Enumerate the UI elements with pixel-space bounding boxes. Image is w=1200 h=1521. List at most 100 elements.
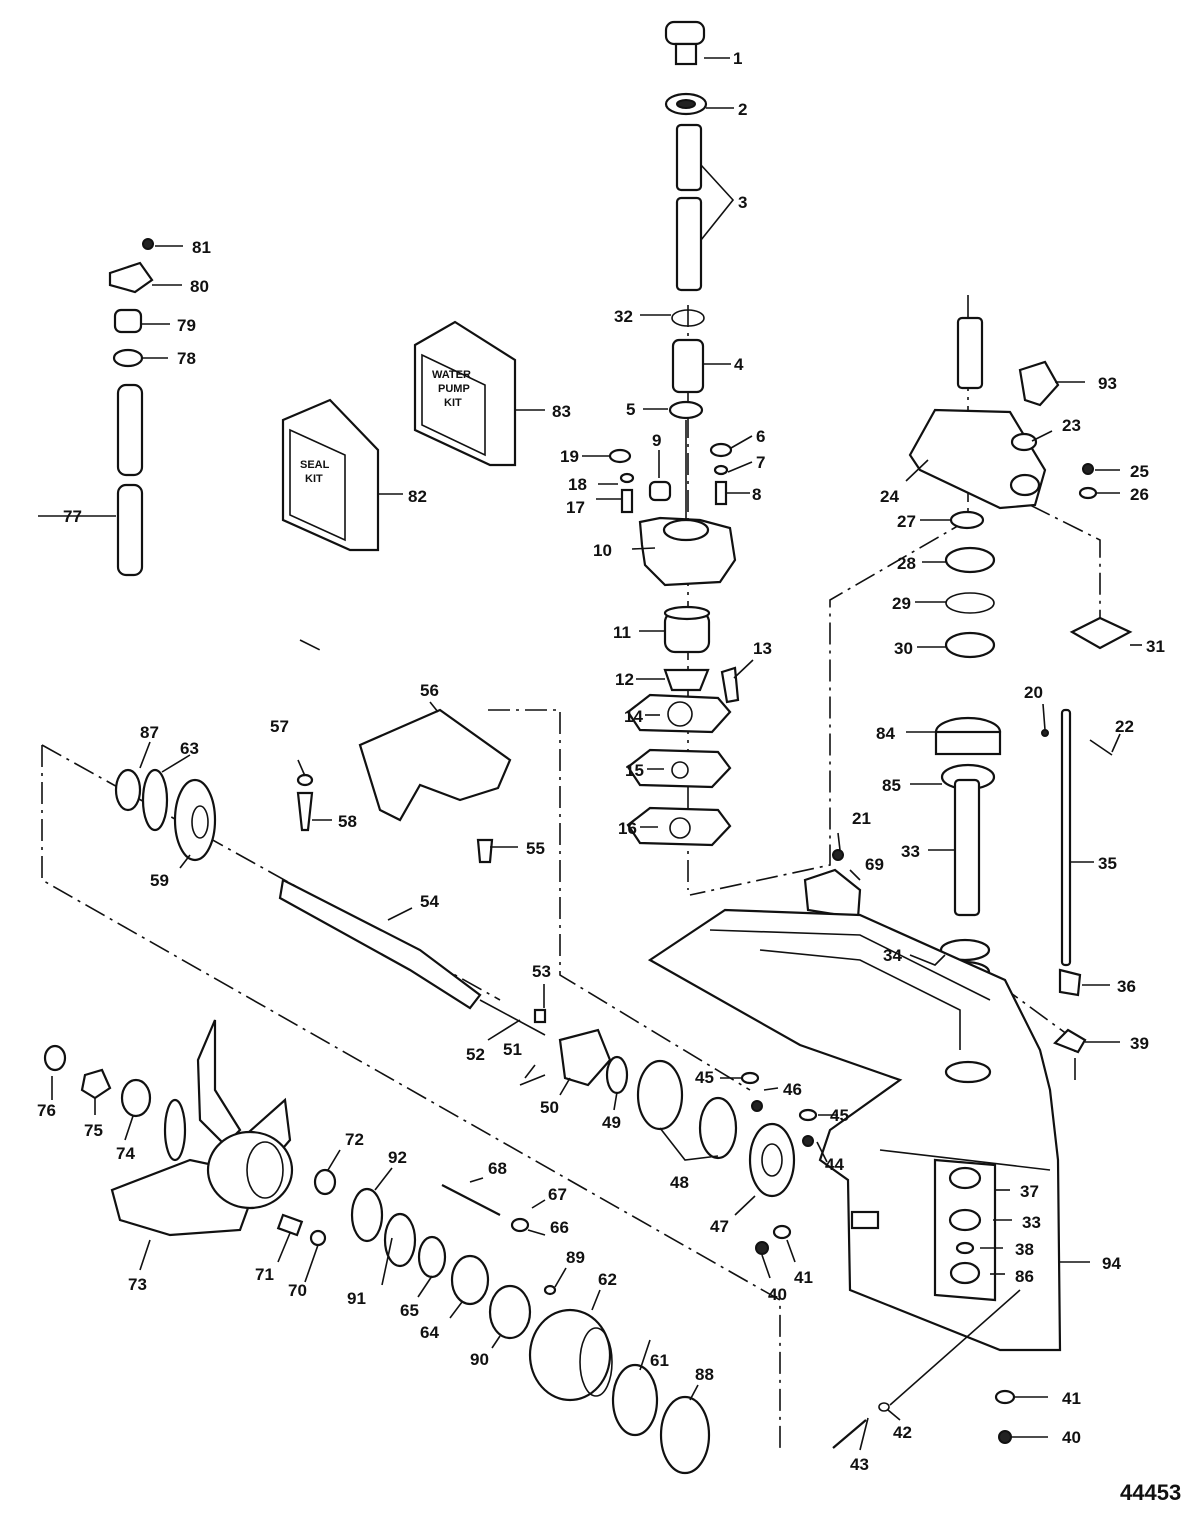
callout-74: 74	[116, 1144, 135, 1163]
water-pump-kit-label-line1: WATER	[432, 369, 471, 381]
callout-20: 20	[1024, 683, 1043, 702]
callout-8: 8	[752, 485, 761, 504]
callout-73: 73	[128, 1275, 147, 1294]
callout-15: 15	[625, 761, 644, 780]
callout-11: 11	[613, 623, 631, 642]
callout-26: 26	[1130, 485, 1149, 504]
callout-43: 43	[850, 1455, 869, 1474]
callout-78: 78	[177, 349, 196, 368]
part-78-nut	[112, 348, 144, 368]
callout-33-lower: 33	[1022, 1213, 1041, 1232]
callout-25: 25	[1130, 462, 1149, 481]
callout-51: 51	[503, 1040, 522, 1059]
callout-47: 47	[710, 1217, 729, 1236]
callout-93: 93	[1098, 374, 1117, 393]
callout-68: 68	[488, 1159, 507, 1178]
callout-66: 66	[550, 1218, 569, 1237]
callout-2: 2	[738, 100, 747, 119]
callout-87: 87	[140, 723, 159, 742]
callout-3: 3	[738, 193, 747, 212]
seal-kit-label-line1: SEAL	[300, 459, 330, 471]
callout-48: 48	[670, 1173, 689, 1192]
callout-50: 50	[540, 1098, 559, 1117]
callout-32: 32	[614, 307, 633, 326]
callout-65: 65	[400, 1301, 419, 1320]
callout-80: 80	[190, 277, 209, 296]
callout-6: 6	[756, 427, 765, 446]
callout-53: 53	[532, 962, 551, 981]
callout-44: 44	[825, 1155, 844, 1174]
water-pump-kit-label-line3: KIT	[444, 397, 462, 409]
callout-5: 5	[626, 400, 635, 419]
callout-94: 94	[1102, 1254, 1121, 1273]
part-77-tube-lower	[116, 483, 144, 577]
callout-23: 23	[1062, 416, 1081, 435]
callout-62: 62	[598, 1270, 617, 1289]
callout-77: 77	[63, 507, 82, 526]
callout-72: 72	[345, 1130, 364, 1149]
propshaft-assembly	[114, 768, 796, 1198]
callout-91: 91	[347, 1289, 366, 1308]
callout-41-left: 41	[794, 1268, 813, 1287]
callout-36: 36	[1117, 977, 1136, 996]
callout-63: 63	[180, 739, 199, 758]
callout-22: 22	[1115, 717, 1134, 736]
callout-79: 79	[177, 316, 196, 335]
callout-numbers: 1 2 3 4 5 6 7 8 9 10 11 12 13 14 15 16 1…	[37, 49, 1165, 1474]
callout-85: 85	[882, 776, 901, 795]
callout-27: 27	[897, 512, 916, 531]
callout-40-right: 40	[1062, 1428, 1081, 1447]
callout-57: 57	[270, 717, 289, 736]
callout-55: 55	[526, 839, 545, 858]
callout-12: 12	[615, 670, 634, 689]
trim-tab-stack	[108, 238, 154, 577]
callout-14: 14	[624, 707, 643, 726]
callout-64: 64	[420, 1323, 439, 1342]
callout-21: 21	[852, 809, 871, 828]
callout-45-left: 45	[695, 1068, 714, 1087]
callout-37: 37	[1020, 1182, 1039, 1201]
callout-88: 88	[695, 1365, 714, 1384]
gear-housing	[647, 908, 1062, 1352]
callout-10: 10	[593, 541, 612, 560]
callout-58: 58	[338, 812, 357, 831]
part-77-tube-upper	[116, 383, 144, 477]
callout-40-left: 40	[768, 1285, 787, 1304]
callout-70: 70	[288, 1281, 307, 1300]
callout-69: 69	[865, 855, 884, 874]
callout-83: 83	[552, 402, 571, 421]
callout-76: 76	[37, 1101, 56, 1120]
callout-41-right: 41	[1062, 1389, 1081, 1408]
callout-34: 34	[883, 946, 902, 965]
callout-84: 84	[876, 724, 895, 743]
callout-16: 16	[618, 819, 637, 838]
callout-75: 75	[84, 1121, 103, 1140]
callout-4: 4	[734, 355, 744, 374]
callout-49: 49	[602, 1113, 621, 1132]
part-80-bracket	[108, 261, 154, 294]
water-pump-kit-box: WATER PUMP KIT	[413, 320, 517, 467]
callout-18: 18	[568, 475, 587, 494]
callout-90: 90	[470, 1350, 489, 1369]
water-pump-stack	[608, 20, 740, 847]
callout-24: 24	[880, 487, 899, 506]
callout-1: 1	[733, 49, 742, 68]
callout-81: 81	[192, 238, 211, 257]
callout-82: 82	[408, 487, 427, 506]
part-81-screw	[142, 238, 154, 250]
callout-28: 28	[897, 554, 916, 573]
callout-71: 71	[255, 1265, 274, 1284]
seal-kit-label-line2: KIT	[305, 473, 323, 485]
callout-29: 29	[892, 594, 911, 613]
callout-39: 39	[1130, 1034, 1149, 1053]
shift-assembly	[803, 316, 1133, 1054]
callout-59: 59	[150, 871, 169, 890]
callout-42: 42	[893, 1423, 912, 1442]
callout-89: 89	[566, 1248, 585, 1267]
callout-33-upper: 33	[901, 842, 920, 861]
callout-31: 31	[1146, 637, 1165, 656]
callout-35: 35	[1098, 854, 1117, 873]
callout-61: 61	[650, 1351, 669, 1370]
figure-number: 44453	[1120, 1480, 1181, 1505]
